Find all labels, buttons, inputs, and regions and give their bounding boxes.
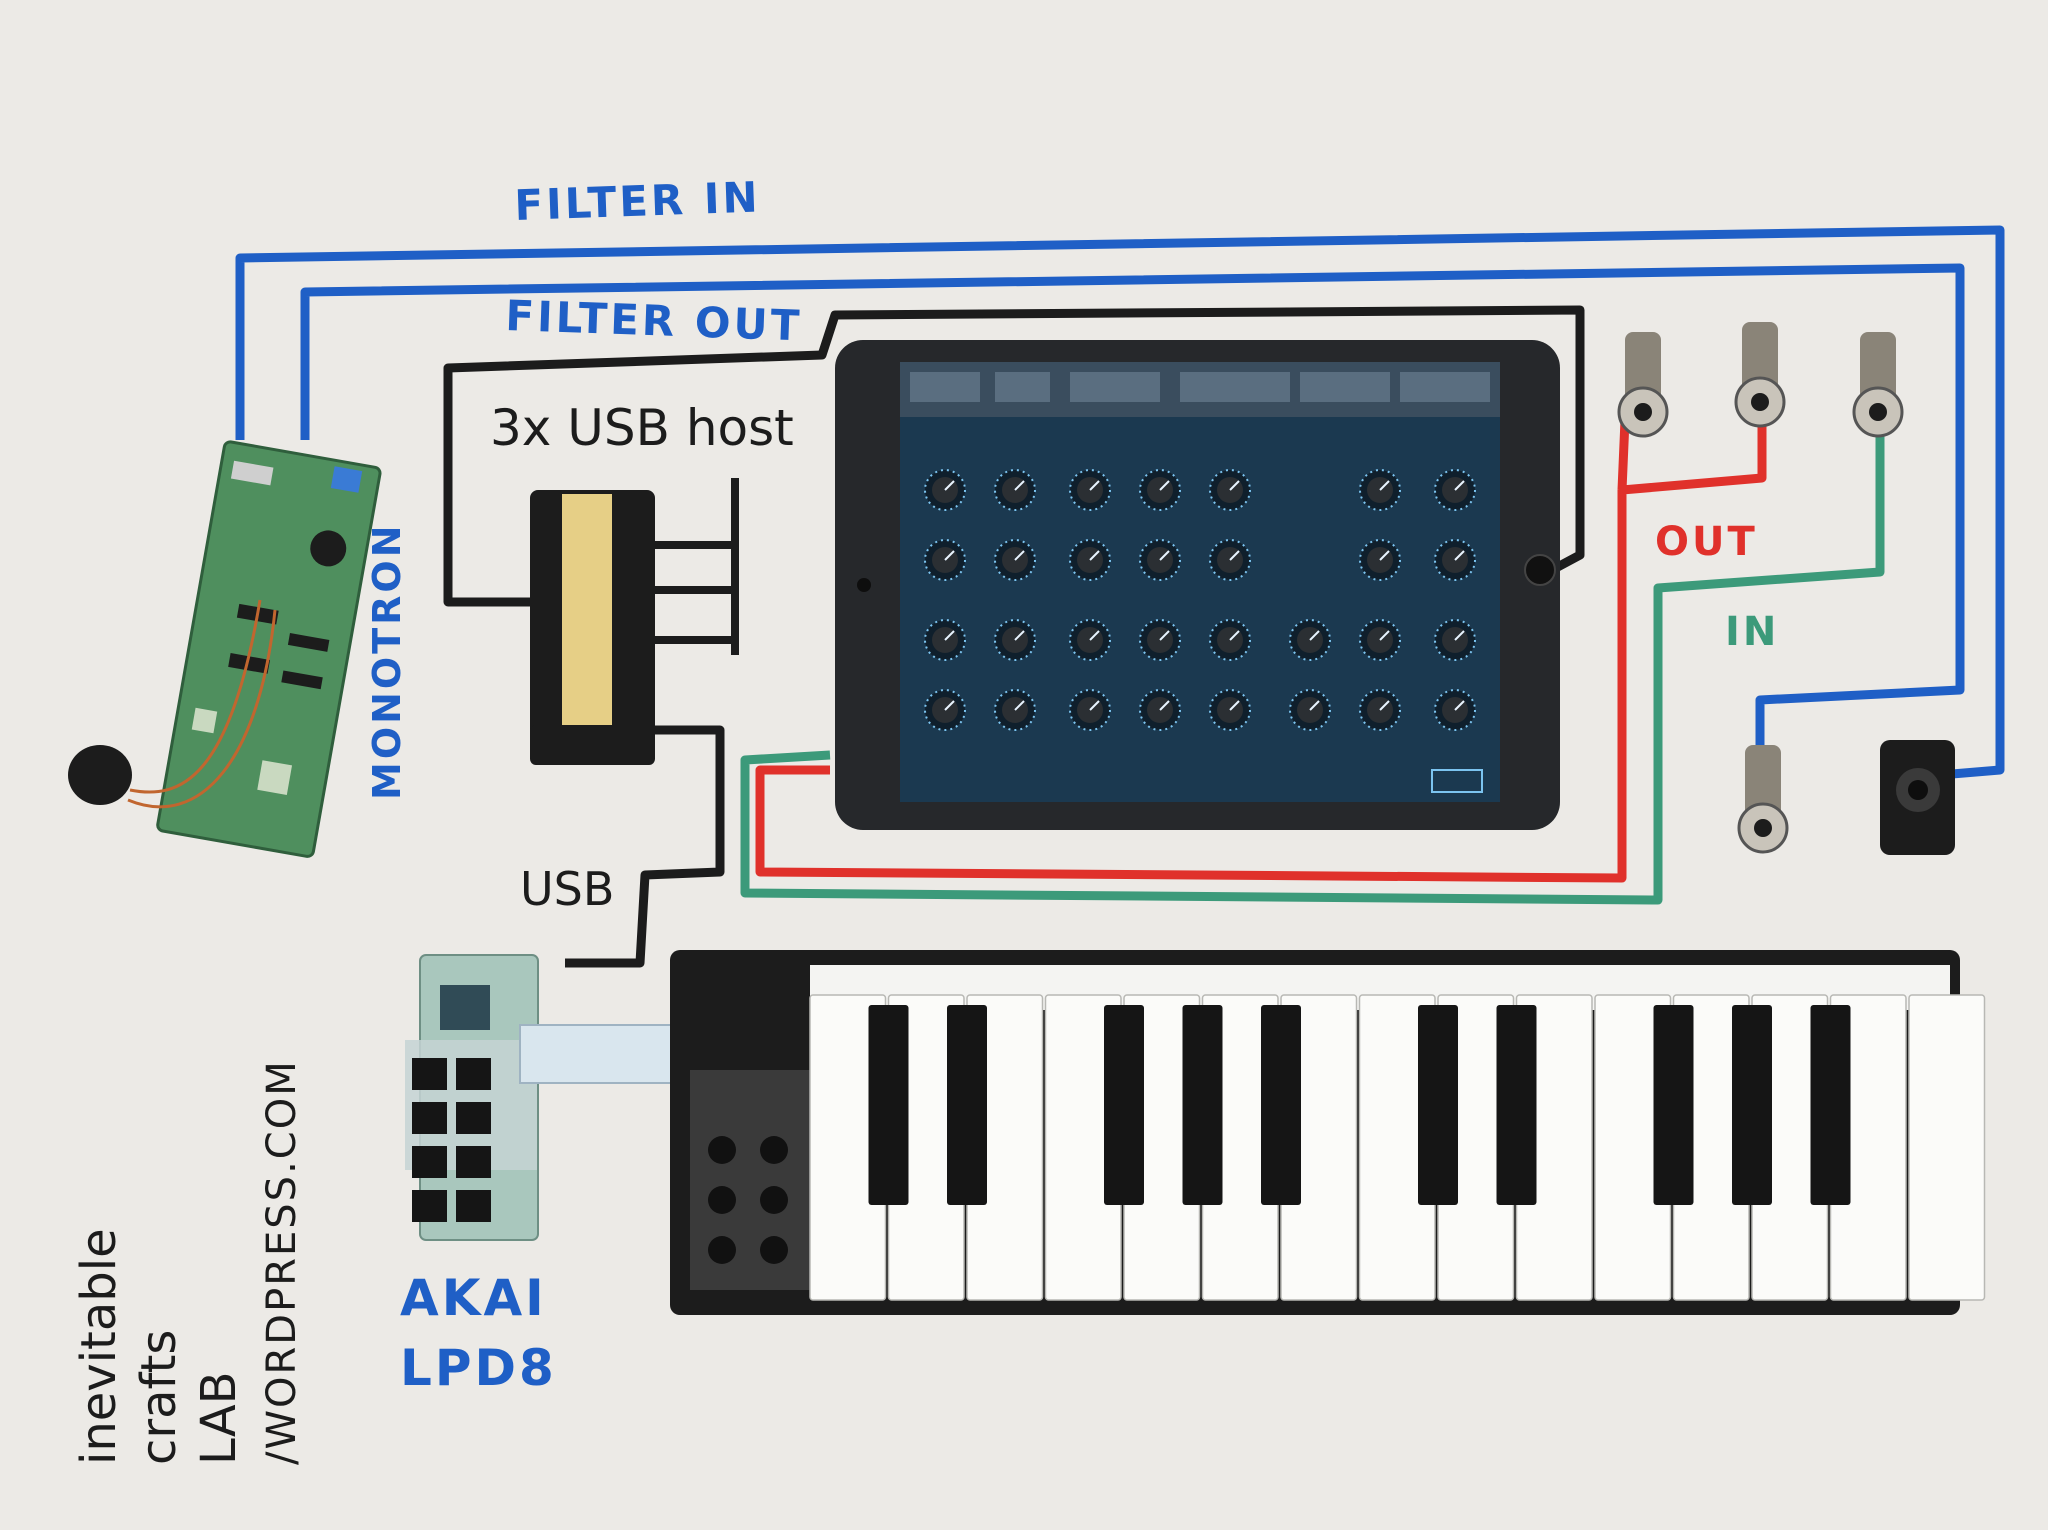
filter-out-wire xyxy=(300,263,1965,790)
out-label: OUT xyxy=(1655,519,1758,565)
synth-knob xyxy=(1069,539,1111,581)
audio-jack-icon xyxy=(1617,332,1669,438)
black-key xyxy=(947,1005,987,1205)
synth-knob xyxy=(994,539,1036,581)
pad-controller-icon xyxy=(405,954,539,1241)
black-key xyxy=(1104,1005,1144,1205)
synth-knob xyxy=(1069,619,1111,661)
synth-knob xyxy=(1069,689,1111,731)
akai-label-line1: AKAI xyxy=(400,1269,547,1327)
akai-label-line2: LPD8 xyxy=(400,1339,557,1397)
synth-knob xyxy=(924,689,966,731)
black-key xyxy=(1653,1005,1694,1205)
synth-knob xyxy=(994,469,1036,511)
black-key xyxy=(868,1005,909,1205)
audio-in-wire xyxy=(740,430,1885,905)
credit-line-1: inevitable xyxy=(71,1228,127,1465)
synth-app-screen xyxy=(900,362,1500,802)
usb-hub-to-tablet-wire xyxy=(443,305,1585,607)
credit-line-2: crafts xyxy=(131,1330,187,1465)
credit-line-4: /WORDPRESS.COM xyxy=(259,1059,305,1465)
usb-label: USB xyxy=(520,862,614,916)
synth-knob xyxy=(1289,619,1331,661)
synth-knob xyxy=(1434,619,1476,661)
synth-knob xyxy=(1209,619,1251,661)
usb-hub-to-akai-wire xyxy=(565,725,725,968)
speaker-wires xyxy=(127,599,277,809)
synth-knob xyxy=(1359,469,1401,511)
synth-knob xyxy=(1359,689,1401,731)
synth-knob xyxy=(1139,619,1181,661)
synth-knob xyxy=(994,689,1036,731)
synth-knob xyxy=(1434,469,1476,511)
audio-jack-icon xyxy=(1734,322,1786,428)
output-jacks xyxy=(1617,322,1904,438)
usb-host-label: 3x USB host xyxy=(490,399,794,457)
synth-knob xyxy=(1359,539,1401,581)
usb-hub-icon xyxy=(530,490,655,765)
synth-knob xyxy=(924,619,966,661)
black-key xyxy=(1810,1005,1851,1205)
filter-in-label: FILTER IN xyxy=(514,172,762,230)
synth-knob xyxy=(1209,539,1251,581)
black-key xyxy=(1261,1005,1301,1205)
synth-knob xyxy=(1139,469,1181,511)
synth-knob xyxy=(1069,469,1111,511)
credit-block: inevitable crafts LAB /WORDPRESS.COM xyxy=(71,1059,305,1465)
black-key xyxy=(1496,1005,1537,1205)
synth-knob xyxy=(924,539,966,581)
synth-knob xyxy=(924,469,966,511)
audio-jack-icon xyxy=(1737,745,1789,854)
synth-knobs xyxy=(924,469,1476,731)
quarter-inch-jack-icon xyxy=(1880,740,1955,855)
black-keys xyxy=(868,1005,1851,1205)
monotron-label: MONOTRON xyxy=(365,522,409,800)
credit-line-3: LAB xyxy=(191,1371,247,1465)
audio-out-wire xyxy=(755,419,1767,883)
synth-knob xyxy=(994,619,1036,661)
synth-knob xyxy=(1139,689,1181,731)
audio-jack-icon xyxy=(1852,332,1904,438)
tablet-icon xyxy=(835,340,1560,830)
piano-keyboard-icon xyxy=(670,950,1986,1315)
black-key xyxy=(1732,1005,1772,1205)
filter-in-wire xyxy=(235,225,2005,780)
white-key xyxy=(1908,994,1986,1301)
synth-knob xyxy=(1139,539,1181,581)
synth-knob xyxy=(1434,539,1476,581)
synth-knob xyxy=(1434,689,1476,731)
usb-hub-port-lines xyxy=(655,478,739,655)
black-key xyxy=(1182,1005,1223,1205)
synth-knob xyxy=(1359,619,1401,661)
synth-knob xyxy=(1209,689,1251,731)
synth-knob xyxy=(1209,469,1251,511)
black-key xyxy=(1418,1005,1458,1205)
synth-knob xyxy=(1289,689,1331,731)
in-label: IN xyxy=(1725,609,1779,655)
filter-out-label: FILTER OUT xyxy=(505,291,803,350)
speaker-icon xyxy=(68,745,132,805)
